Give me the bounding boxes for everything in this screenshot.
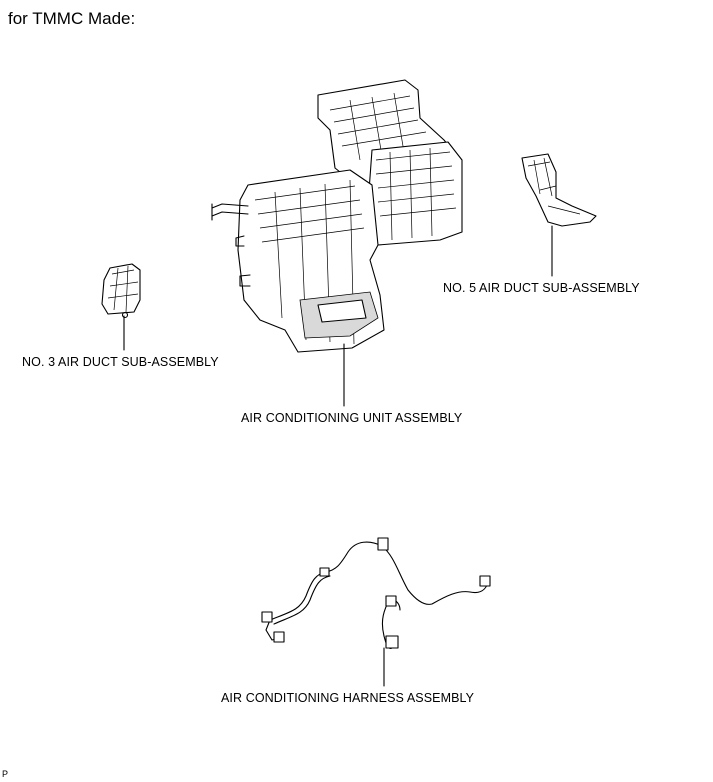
ac-harness-drawing <box>261 537 491 649</box>
ac-unit-label: AIR CONDITIONING UNIT ASSEMBLY <box>241 411 463 425</box>
no3-air-duct-label: NO. 3 AIR DUCT SUB-ASSEMBLY <box>22 355 219 369</box>
diagram-heading: for TMMC Made: <box>8 9 136 28</box>
no3-air-duct-drawing <box>101 263 141 319</box>
no5-air-duct-label: NO. 5 AIR DUCT SUB-ASSEMBLY <box>443 281 640 295</box>
no5-air-duct-drawing <box>521 153 597 227</box>
leader-lines <box>123 225 553 687</box>
corner-mark: P <box>2 769 9 779</box>
air-conditioning-unit-drawing <box>211 79 463 353</box>
ac-harness-label: AIR CONDITIONING HARNESS ASSEMBLY <box>221 691 475 705</box>
